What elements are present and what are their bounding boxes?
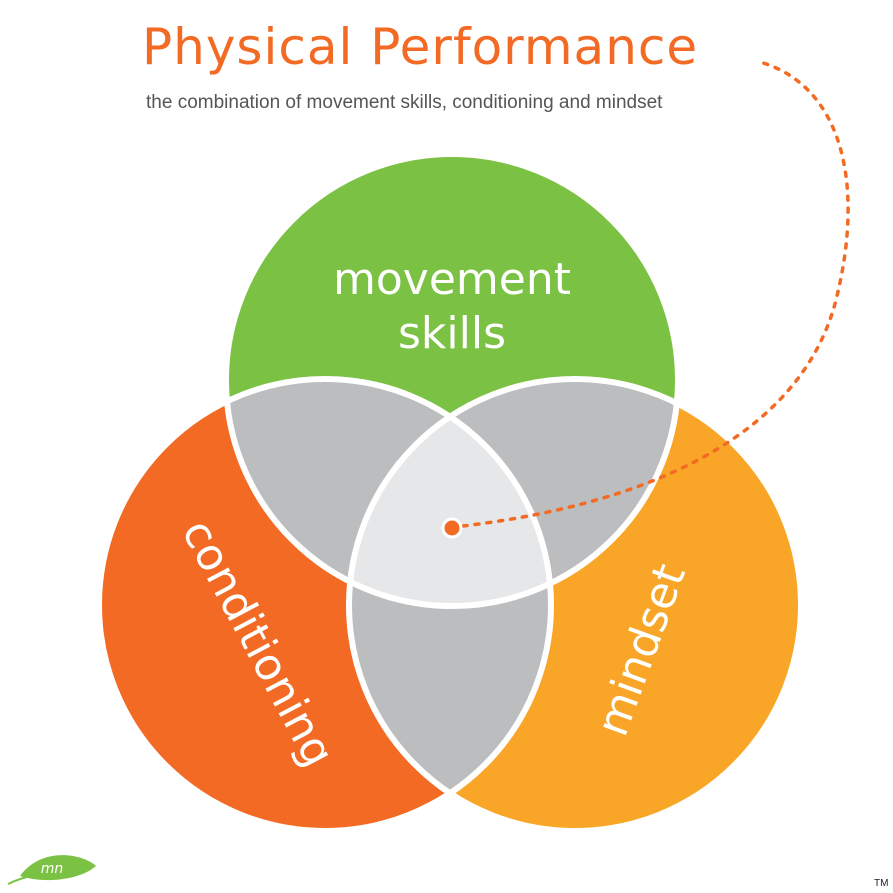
circle-outline-top [223, 151, 681, 609]
leaf-logo-icon: mn [7, 855, 96, 885]
trademark: TM [874, 878, 889, 889]
label-movement: movement [333, 254, 571, 305]
circle-outline-left [96, 376, 554, 834]
page-subtitle: the combination of movement skills, cond… [146, 92, 663, 113]
logo-text: mn [41, 861, 64, 877]
connector-line [461, 60, 850, 528]
connector-dot [441, 517, 463, 539]
page-title: Physical Performance [142, 18, 699, 76]
overlap-center [349, 379, 551, 606]
label-skills: skills [398, 308, 506, 359]
circle-outline-right [346, 376, 804, 834]
